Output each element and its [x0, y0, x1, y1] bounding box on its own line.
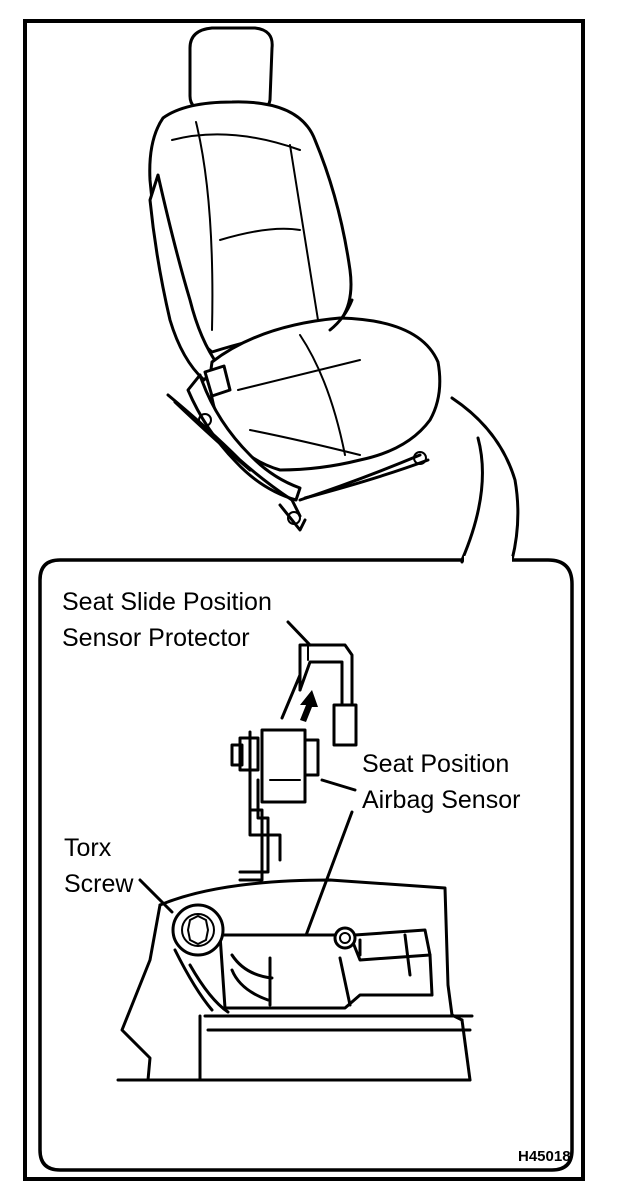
label-protector-line1: Seat Slide Position — [62, 588, 272, 616]
seat-illustration — [148, 26, 442, 532]
install-arrow — [300, 690, 318, 722]
sensor-protector — [280, 643, 358, 747]
outer-frame — [23, 19, 585, 1181]
label-sensor-line1: Seat Position — [362, 750, 510, 778]
callout-line — [450, 396, 520, 562]
torx-head-icon — [186, 914, 210, 946]
label-screw-line1: Torx — [64, 834, 112, 862]
figure-reference: H45018 — [518, 1148, 571, 1165]
label-sensor-line2: Airbag Sensor — [362, 786, 521, 814]
airbag-sensor-exploded — [230, 728, 320, 882]
mounted-view — [116, 878, 474, 1082]
torx-screw — [171, 903, 225, 957]
seat-headrest — [188, 26, 274, 114]
label-protector-line2: Sensor Protector — [62, 624, 250, 652]
label-screw-line2: Screw — [64, 870, 134, 898]
